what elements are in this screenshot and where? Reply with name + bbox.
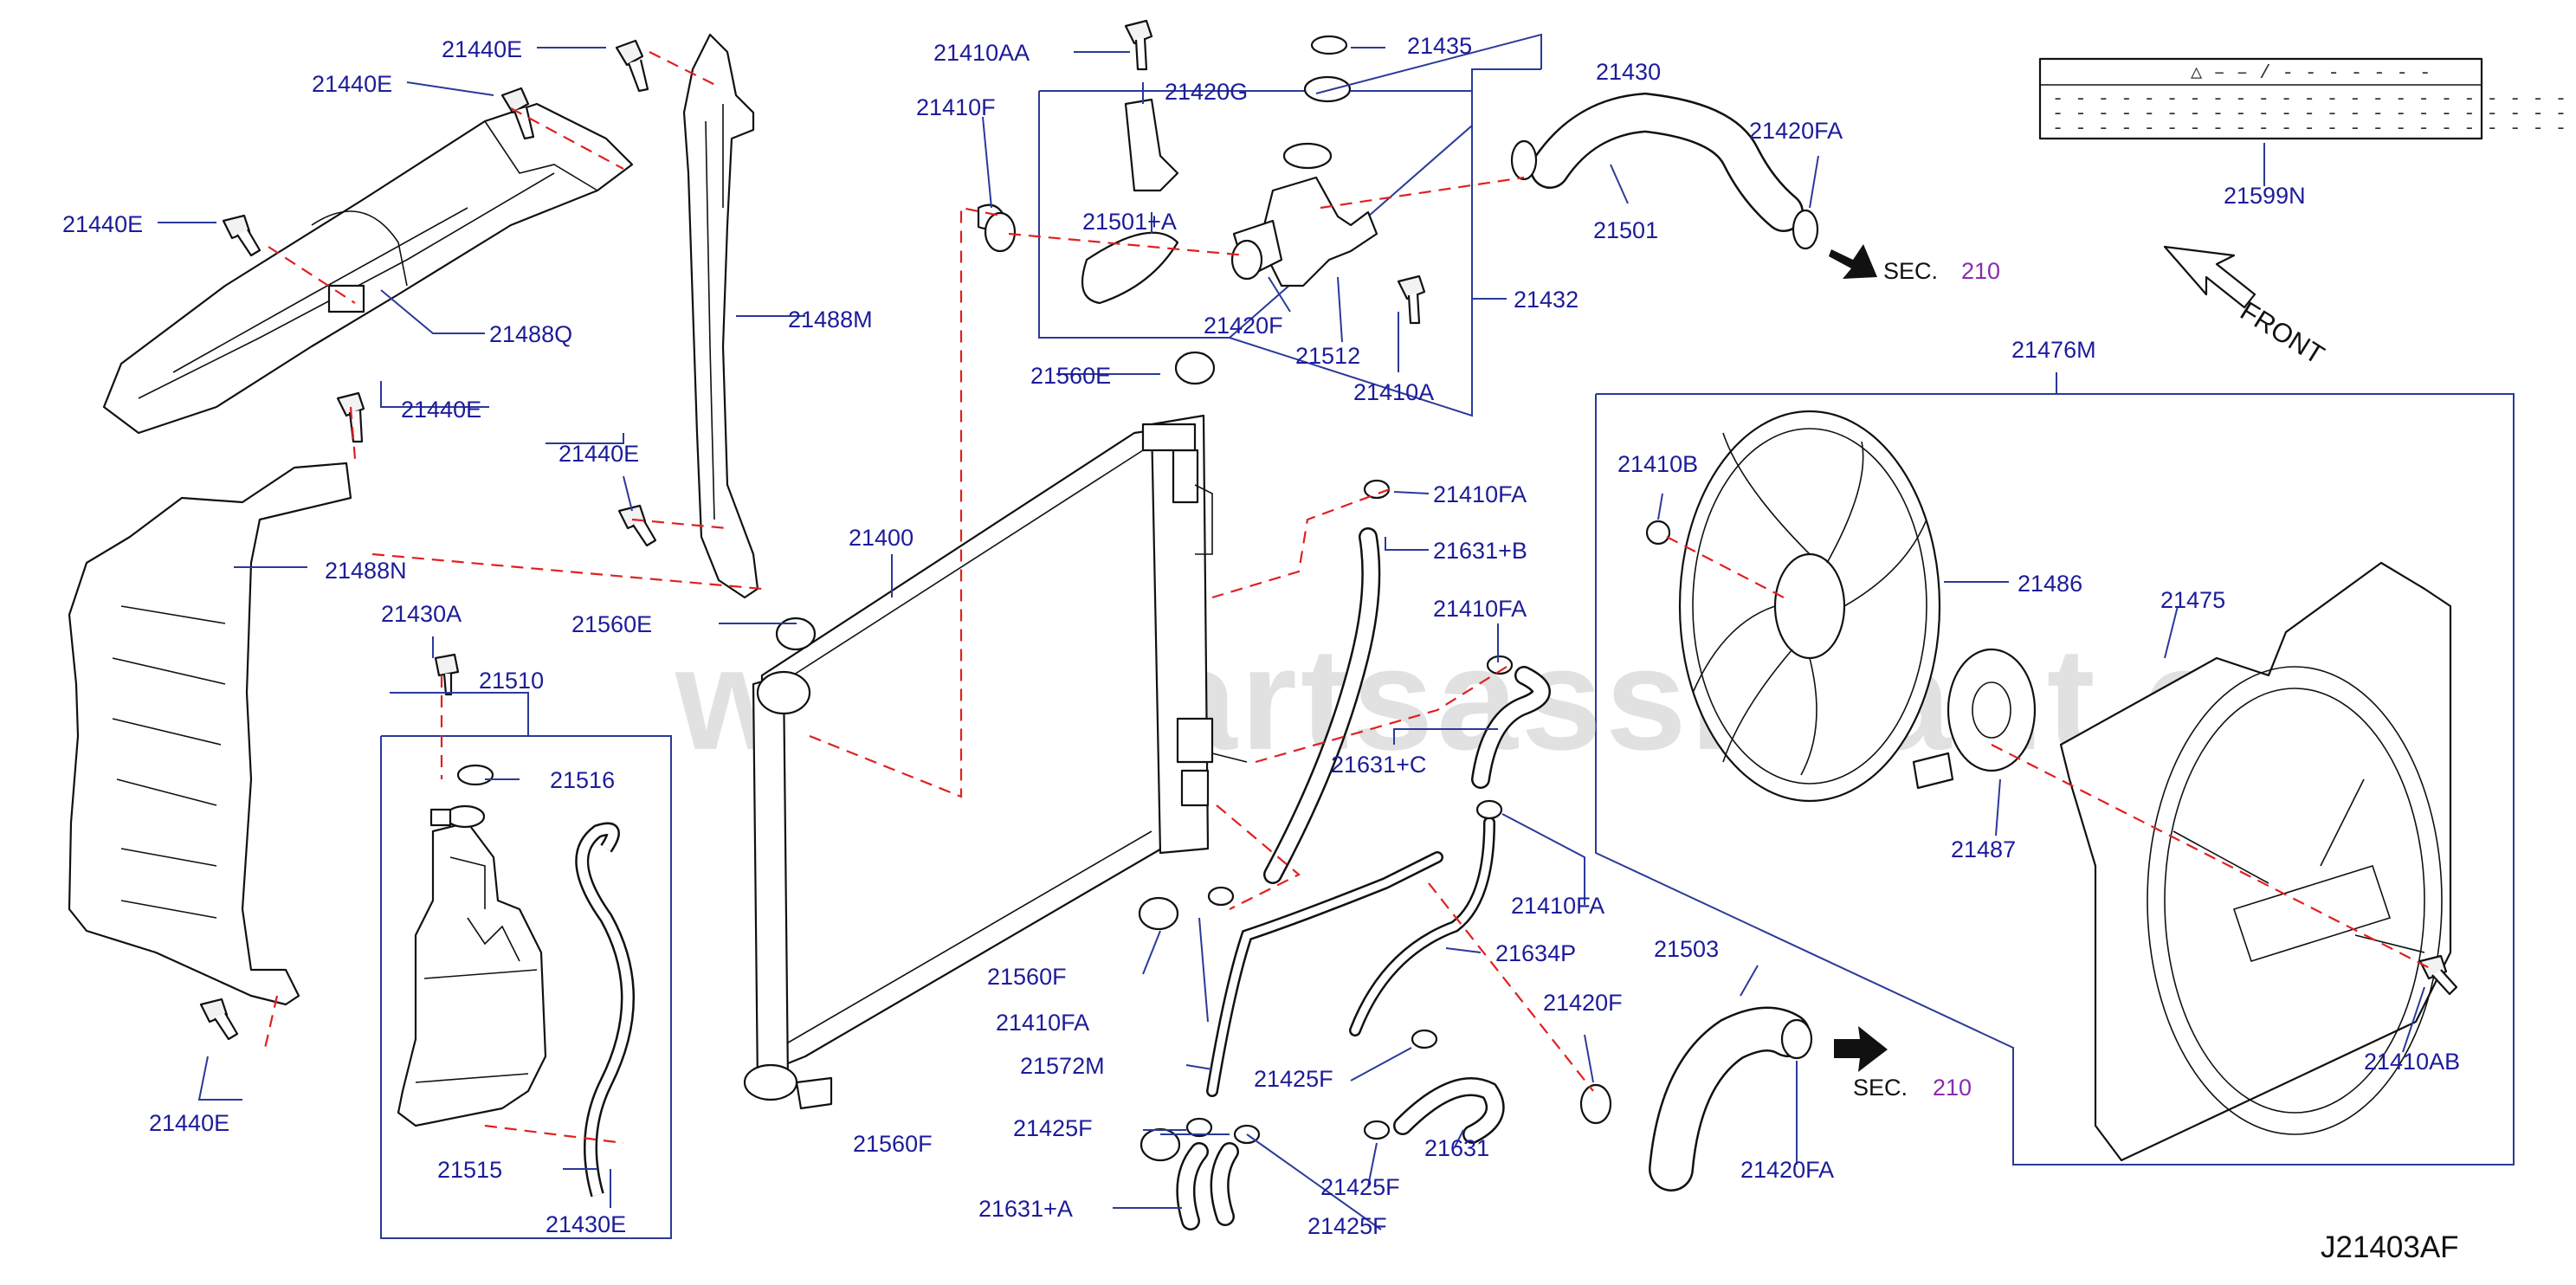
- leader-lines: [158, 33, 2425, 1230]
- air-guide-side-21488M: [682, 33, 759, 599]
- radiator-core-21400: [743, 414, 1248, 1110]
- air-guide-upper-21488Q: [102, 102, 634, 435]
- part-label-21510[interactable]: 21510: [479, 668, 544, 694]
- part-label-21410FA[interactable]: 21410FA: [1433, 596, 1527, 622]
- part-label-21599N[interactable]: 21599N: [2224, 183, 2306, 209]
- part-label-21430A[interactable]: 21430A: [381, 601, 462, 627]
- sec-prefix[interactable]: SEC.: [1883, 258, 1938, 284]
- fan-motor-21487: [1912, 648, 2037, 790]
- part-label-21487[interactable]: 21487: [1951, 836, 2016, 862]
- upper-hose-21501: [1510, 92, 1819, 250]
- lower-hoses: [1176, 527, 1811, 1230]
- part-label-21410A[interactable]: 21410A: [1353, 379, 1434, 405]
- part-label-21488Q[interactable]: 21488Q: [489, 321, 572, 347]
- sec-ref-upper: SEC. 210: [1829, 244, 2000, 284]
- part-label-21501A[interactable]: 21501+A: [1082, 209, 1177, 235]
- part-label-21440E[interactable]: 21440E: [62, 211, 143, 237]
- arrow-icon: [1829, 244, 1877, 279]
- part-label-21560E[interactable]: 21560E: [1030, 363, 1111, 389]
- sec-number-link[interactable]: 210: [1961, 258, 2000, 284]
- part-label-21435[interactable]: 21435: [1407, 33, 1472, 59]
- part-label-21440E[interactable]: 21440E: [312, 71, 392, 97]
- part-label-21572M[interactable]: 21572M: [1020, 1053, 1105, 1079]
- sec-ref-lower: SEC. 210: [1834, 1026, 1972, 1101]
- part-label-21631A[interactable]: 21631+A: [978, 1196, 1073, 1222]
- part-label-21410B[interactable]: 21410B: [1617, 451, 1698, 477]
- assembly-alignment-lines: [262, 51, 2434, 1145]
- part-label-21400[interactable]: 21400: [849, 525, 914, 551]
- part-label-21486[interactable]: 21486: [2018, 571, 2082, 597]
- part-label-21440E[interactable]: 21440E: [558, 441, 639, 467]
- part-label-21634P[interactable]: 21634P: [1495, 940, 1576, 966]
- part-label-21410FA[interactable]: 21410FA: [1433, 481, 1527, 507]
- part-label-21440E[interactable]: 21440E: [401, 397, 481, 423]
- arrow-icon: [1834, 1026, 1888, 1072]
- part-label-21631C[interactable]: 21631+C: [1331, 752, 1426, 778]
- part-label-21410F[interactable]: 21410F: [916, 94, 996, 120]
- part-label-21430[interactable]: 21430: [1596, 59, 1661, 85]
- fan-shroud-21475: [2059, 561, 2452, 1162]
- sec-prefix[interactable]: SEC.: [1853, 1075, 1908, 1101]
- part-label-21440E[interactable]: 21440E: [149, 1110, 229, 1136]
- hose-clamp-icons: [775, 211, 2458, 1162]
- clip-icon-group: [199, 39, 657, 1041]
- air-guide-lower-21488N: [68, 462, 352, 1006]
- sec-number-link[interactable]: 210: [1933, 1075, 1972, 1101]
- part-label-21425F[interactable]: 21425F: [1013, 1115, 1093, 1141]
- part-label-21410FA[interactable]: 21410FA: [996, 1010, 1089, 1036]
- warning-label-line: - - - - - - - - - - - - - - - - - - - - …: [2052, 118, 2566, 139]
- part-label-21425F[interactable]: 21425F: [1254, 1066, 1333, 1092]
- group-box-fan-assembly: [1595, 393, 2515, 1166]
- part-label-21420F[interactable]: 21420F: [1543, 990, 1623, 1016]
- part-label-21420FA[interactable]: 21420FA: [1740, 1157, 1834, 1183]
- part-label-21503[interactable]: 21503: [1654, 936, 1719, 962]
- warning-label-line: - - - - - - - - - - - - - - - - - - - - …: [2052, 103, 2576, 125]
- part-label-21430E[interactable]: 21430E: [546, 1211, 626, 1237]
- part-labels: 21440E 21440E 21440E 21488Q 21488M 21440…: [62, 33, 2460, 1239]
- filler-neck-21512: [977, 19, 1426, 325]
- part-label-21410AA[interactable]: 21410AA: [933, 40, 1030, 66]
- part-label-21476M[interactable]: 21476M: [2011, 337, 2096, 363]
- reservoir-tank-21510: [397, 653, 547, 1127]
- part-label-21410AB[interactable]: 21410AB: [2364, 1049, 2460, 1075]
- front-direction-indicator: FRONT: [2163, 245, 2329, 371]
- group-box-filler-neck-frame: [1038, 91, 1473, 417]
- part-label-21475[interactable]: 21475: [2160, 587, 2225, 613]
- part-label-21631B[interactable]: 21631+B: [1433, 538, 1527, 564]
- part-label-21515[interactable]: 21515: [437, 1157, 502, 1183]
- part-label-21501[interactable]: 21501: [1593, 217, 1658, 243]
- warning-label-header: △ – – / - - - - - - -: [2191, 62, 2431, 84]
- part-label-21488N[interactable]: 21488N: [325, 558, 407, 584]
- cooling-fan-21486: [1678, 410, 1941, 803]
- part-label-21420FA[interactable]: 21420FA: [1749, 118, 1843, 144]
- part-label-21420G[interactable]: 21420G: [1165, 79, 1248, 105]
- part-label-21488M[interactable]: 21488M: [788, 307, 873, 333]
- part-label-21560F[interactable]: 21560F: [853, 1131, 933, 1157]
- part-label-21420F[interactable]: 21420F: [1204, 313, 1283, 339]
- part-label-21512[interactable]: 21512: [1295, 343, 1360, 369]
- part-label-21410FA[interactable]: 21410FA: [1511, 893, 1604, 919]
- part-label-21425F[interactable]: 21425F: [1307, 1213, 1387, 1239]
- part-label-21560F[interactable]: 21560F: [987, 964, 1067, 990]
- group-box-reservoir: [380, 735, 672, 1239]
- warning-label-line: - - - - - - - - - - - - - - - - - - - - …: [2052, 88, 2576, 110]
- part-label-21432[interactable]: 21432: [1514, 287, 1579, 313]
- part-label-21516[interactable]: 21516: [550, 767, 615, 793]
- front-label: FRONT: [2235, 295, 2329, 370]
- part-label-21425F[interactable]: 21425F: [1320, 1174, 1400, 1200]
- part-label-21631[interactable]: 21631: [1424, 1135, 1489, 1161]
- part-label-21560E[interactable]: 21560E: [571, 611, 652, 637]
- warning-label-21599N: △ – – / - - - - - - - - - - - - - - - - …: [2038, 57, 2576, 140]
- drawing-code: J21403AF: [2321, 1230, 2459, 1264]
- part-label-21440E[interactable]: 21440E: [442, 36, 522, 62]
